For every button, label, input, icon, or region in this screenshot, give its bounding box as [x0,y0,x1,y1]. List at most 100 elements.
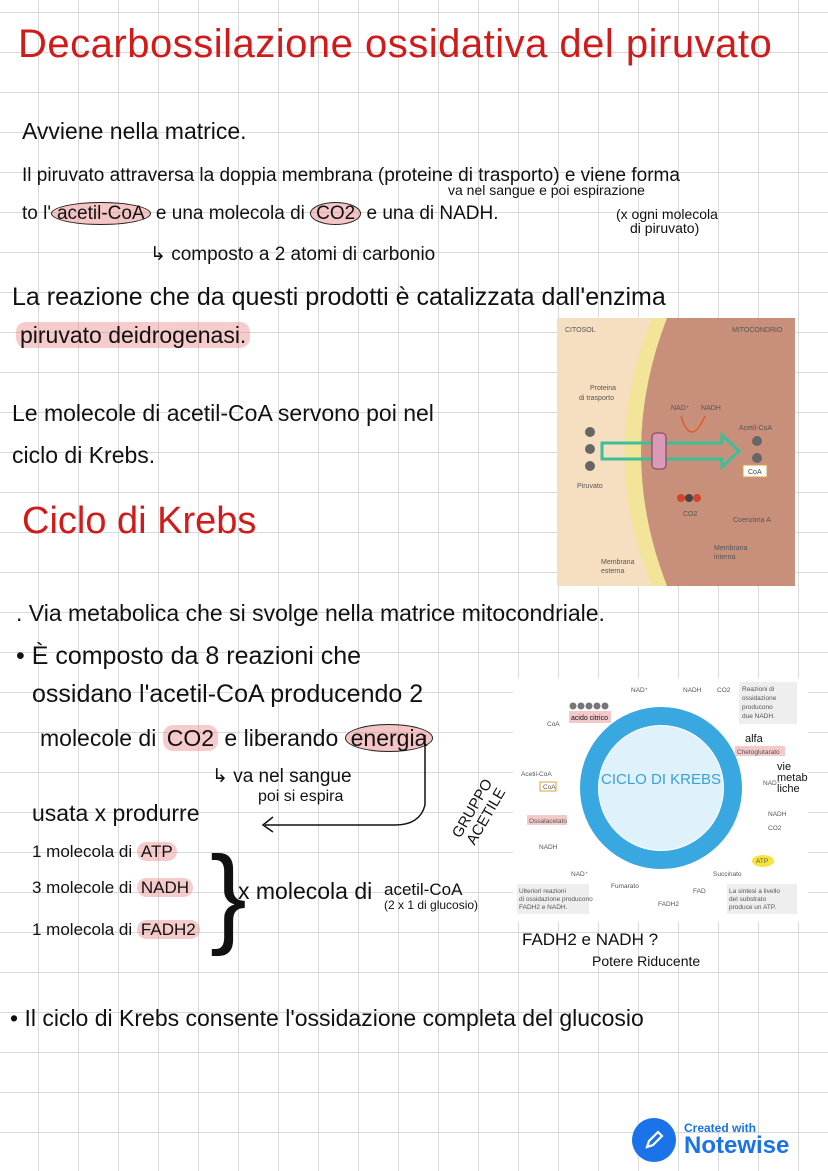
label: ATP [756,858,768,865]
label: NADH [768,811,787,818]
krebs-cycle-figure: NAD⁺ NADH CO2 Reazioni di ossidazione pr… [513,678,808,922]
label: CO2 [768,825,782,832]
text-line: to l'acetil-CoA e una molecola di CO2 e … [22,202,499,225]
highlight: piruvato deidrogenasi. [16,322,251,348]
label: Coenzima A [733,517,771,524]
center-label: CICLO DI KREBS [601,771,721,788]
highlight: NADH [136,878,194,897]
label: del substrato [729,896,767,903]
label: NAD⁺ [631,687,649,694]
text-line: x molecola di [238,878,373,904]
text: to l' [22,203,51,224]
highlight-acetil-coa: acetil-CoA [50,202,151,225]
label: esterna [601,568,624,575]
list-item: 1 molecola di ATP [32,842,177,862]
label: FAD [693,888,706,895]
text: 1 molecola di [32,920,133,939]
label: alfa [745,733,764,745]
text-line: poi si espira [258,788,344,805]
label: Reazioni di [742,686,774,693]
annotation: Potere Riducente [592,953,701,969]
label: NAD⁺ [763,780,781,787]
label: FADH2 [658,901,679,908]
label: di trasporto [579,395,614,402]
label: Membrana [714,545,748,552]
text: va nel sangue [233,766,352,787]
label: acido citrico [571,715,608,722]
label: NADH [701,405,721,412]
label: producono [742,704,773,711]
label: CO2 [717,687,731,694]
text: e liberando [224,725,339,751]
text-line: La reazione che da questi prodotti è cat… [12,283,666,311]
text-line: acetil-CoA [384,880,463,899]
label: interna [714,554,736,561]
label: NADH [683,687,702,694]
highlight: FADH2 [136,920,200,939]
label: Acetil-CoA [521,771,552,778]
arrow-icon [600,431,742,471]
arrow-icon: ↳ [150,244,172,265]
text: 1 molecola di [32,842,133,861]
label: due NADH. [742,713,775,720]
highlight-co2: CO2 [310,202,362,225]
list-item: 1 molecola di FADH2 [32,920,200,940]
text: e una di NADH. [366,203,499,224]
label: NADH [539,844,558,851]
label: Piruvato [577,483,603,490]
label: produce un ATP. [729,904,776,911]
label: liche [777,783,800,795]
label: Membrana [601,559,635,566]
annotation: va nel sangue e poi espirazione [448,182,645,198]
label: Proteina [590,385,616,392]
text-line: molecole di CO2 e liberando energia [40,724,434,752]
annotation: di piruvato) [630,220,700,236]
pyruvate-decarboxylation-figure: CITOSOL MITOCONDRIO Proteina di trasport… [557,318,795,586]
pencil-icon [632,1118,676,1162]
label: Chetoglutarato [737,749,780,756]
text-line: ↳ va nel sangue [212,765,352,788]
label: CoA [547,721,560,728]
label: NAD⁺ [671,405,690,412]
highlight-co2: CO2 [162,725,219,751]
text: e una molecola di [155,203,305,224]
list-item: 3 molecole di NADH [32,878,194,898]
page-title: Decarbossilazione ossidativa del piruvat… [18,22,773,66]
label: CoA [543,784,556,791]
text: molecole di [40,725,157,751]
label: CoA [748,469,762,476]
text-line: piruvato deidrogenasi. [16,322,251,349]
brace: } [210,834,247,957]
pyruvate-molecule [585,427,595,471]
label: NAD⁺ [571,871,589,878]
transport-protein [651,432,667,470]
label: Ossalacetato [529,818,567,825]
text-line: Il piruvato attraversa la doppia membran… [22,165,680,186]
label: vie [777,761,791,773]
text-line: (2 x 1 di glucosio) [384,898,479,912]
label: Fumarato [611,883,639,890]
label: Succinato [713,871,742,878]
label: di ossidazione producono [519,896,593,903]
text-line: ciclo di Krebs. [12,442,156,468]
highlight-energia: energia [344,724,434,752]
bullet: . Via metabolica che si svolge nella mat… [16,600,605,626]
label: ossidazione [742,695,777,702]
logo-line1: Created with [684,1121,757,1135]
text-line: Le molecole di acetil-CoA servono poi ne… [12,400,434,426]
text: composto a 2 atomi di carbonio [171,244,436,265]
text-line: Avviene nella matrice. [22,118,247,144]
label: Ulteriori reazioni [519,888,566,895]
bullet: • Il ciclo di Krebs consente l'ossidazio… [10,1005,644,1031]
text-line: ↳ composto a 2 atomi di carbonio [150,243,435,266]
label: metabo [777,772,808,784]
arrow-icon [261,735,426,833]
label: La sintesi a livello [729,888,780,895]
text-line: ossidano l'acetil-CoA producendo 2 [32,680,424,708]
text: 3 molecole di [32,878,133,897]
text-line: usata x produrre [32,800,200,826]
label: FADH2 e NADH. [519,904,568,911]
label: Acetil-CoA [739,425,772,432]
label: MITOCONDRIO [732,327,783,334]
notewise-logo: Created with Notewise [632,1118,789,1162]
